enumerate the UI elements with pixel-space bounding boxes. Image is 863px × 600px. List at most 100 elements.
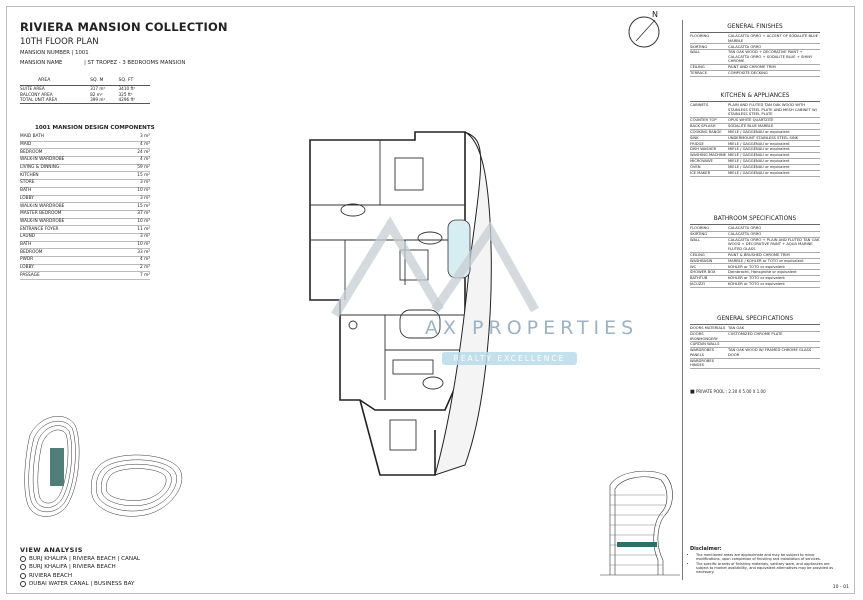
row-value: 33 m²	[130, 248, 150, 257]
row-value: TAN OAK WOOD + DECORATIVE PAINT + CALACA…	[728, 49, 820, 66]
general-specifications-title: GENERAL SPECIFICATIONS	[716, 316, 794, 322]
bed	[389, 419, 417, 451]
row-label: SKIRTING	[690, 231, 728, 238]
dining-table	[392, 359, 434, 375]
page-frame	[6, 6, 855, 594]
bullet-circle-icon	[20, 556, 26, 563]
row-value: 24 m²	[130, 148, 150, 158]
sqft-header: SQ. FT	[118, 77, 150, 86]
bathroom-specifications-title: BATHROOM SPECIFICATIONS	[713, 216, 797, 222]
row-value: SODALITE BLUE MARBLE	[728, 123, 820, 130]
row-value	[728, 358, 820, 369]
row-value	[728, 341, 820, 349]
row-label: WALK-IN WARDROBE	[20, 218, 130, 227]
floor-plan-drawing	[309, 131, 492, 476]
row-value: PAINT & BRUSHED CHROME TRIM	[728, 252, 820, 259]
bullet-circle-icon	[20, 581, 26, 588]
row-value: 59 m²	[130, 164, 150, 173]
row-label: DISH WASHER	[690, 146, 728, 154]
row-value: 3 m²	[130, 134, 150, 142]
row-label: PASSAGE	[20, 271, 130, 281]
private-pool-note: ■ PRIVATE POOL : 2.30 X 5.00 X 1.00	[690, 389, 766, 395]
row-label: CEILING	[690, 64, 728, 71]
components-title: 1001 MANSION DESIGN COMPONENTS	[35, 125, 155, 131]
divider	[690, 32, 820, 33]
divider	[690, 101, 820, 102]
north-compass-icon	[628, 16, 660, 48]
row-value: MARBLE / KOHLER or TOTO or equivalent	[728, 258, 820, 265]
row-label: DOORS IRONMONGERY	[690, 331, 728, 343]
row-value: 3 m²	[130, 179, 150, 188]
row-label: FLOORING	[690, 226, 728, 232]
divider	[690, 224, 820, 225]
row-value: 10 m²	[130, 241, 150, 250]
north-label: N	[652, 10, 658, 19]
row-value: MIELE / GAGGENAU or equivalent	[728, 140, 820, 148]
floor-plan-subtitle: 10TH FLOOR PLAN	[20, 37, 99, 47]
list-item: DUBAI WATER CANAL | BUSINESS BAY	[20, 580, 140, 588]
bed	[399, 249, 429, 281]
row-label: FLOORING	[690, 34, 728, 45]
row-label: JACUZZI	[690, 281, 728, 288]
row-label: LIVING & DINNING	[20, 164, 130, 173]
row-label: WARDROBES HINGES	[690, 358, 728, 369]
row-label: STORE	[20, 179, 130, 188]
row-label: MASTER BEDROOM	[20, 210, 130, 219]
row-value: CALACATTA ORRO + ACCENT OF SODALITE BLUE…	[728, 34, 820, 45]
row-label: BACK SPLASH	[690, 123, 728, 130]
bedroom-walls	[359, 399, 436, 476]
row-value: 15 m²	[130, 202, 150, 211]
row-label: MAID	[20, 141, 130, 150]
row-value: 4 m²	[130, 141, 150, 150]
bullet-circle-icon	[20, 564, 26, 571]
row-value: 4 m²	[130, 256, 150, 265]
row-value: 2 m²	[130, 264, 150, 273]
row-value: 4 m²	[130, 156, 150, 165]
row-value: MIELE / GAGGENAU or equivalent	[728, 129, 820, 136]
table-row: CURTAIN WALLS	[690, 341, 820, 349]
row-value: MIELE / GAGGENAU or equivalent	[728, 158, 820, 165]
unit-highlight	[50, 448, 64, 486]
bed	[394, 157, 424, 191]
mansion-number: MANSION NUMBER | 1001	[20, 50, 89, 56]
row-label: OVEN	[690, 164, 728, 171]
row-value: Dornbracht, Hansgrohe or equivalent	[728, 269, 820, 277]
list-item: BURJ KHALIFA | RIVIERA BEACH	[20, 563, 140, 571]
row-label: WC	[690, 263, 728, 271]
view-analysis-title: VIEW ANALYSIS	[20, 546, 83, 554]
row-value: MIELE / GAGGENAU or equivalent	[728, 146, 820, 154]
document-title: RIVIERA MANSION COLLECTION	[20, 20, 228, 34]
row-value: COMPOSITE DECKING	[728, 70, 820, 77]
building-elevation-diagram	[600, 470, 680, 576]
row-label: BATH	[20, 241, 130, 250]
watermark-tagline: REALTY EXCELLENCE	[442, 352, 577, 365]
table-row: WARDROBES HINGES	[690, 358, 820, 369]
row-value: UNDERMOUNT STAINLESS STEEL SINK	[728, 135, 820, 142]
row-value: 10 m²	[130, 218, 150, 227]
row-value: CALACATTA ORRO + PLAIN AND FLUTED TAN OA…	[728, 237, 820, 253]
row-label: WASHING MACHINE	[690, 152, 728, 159]
